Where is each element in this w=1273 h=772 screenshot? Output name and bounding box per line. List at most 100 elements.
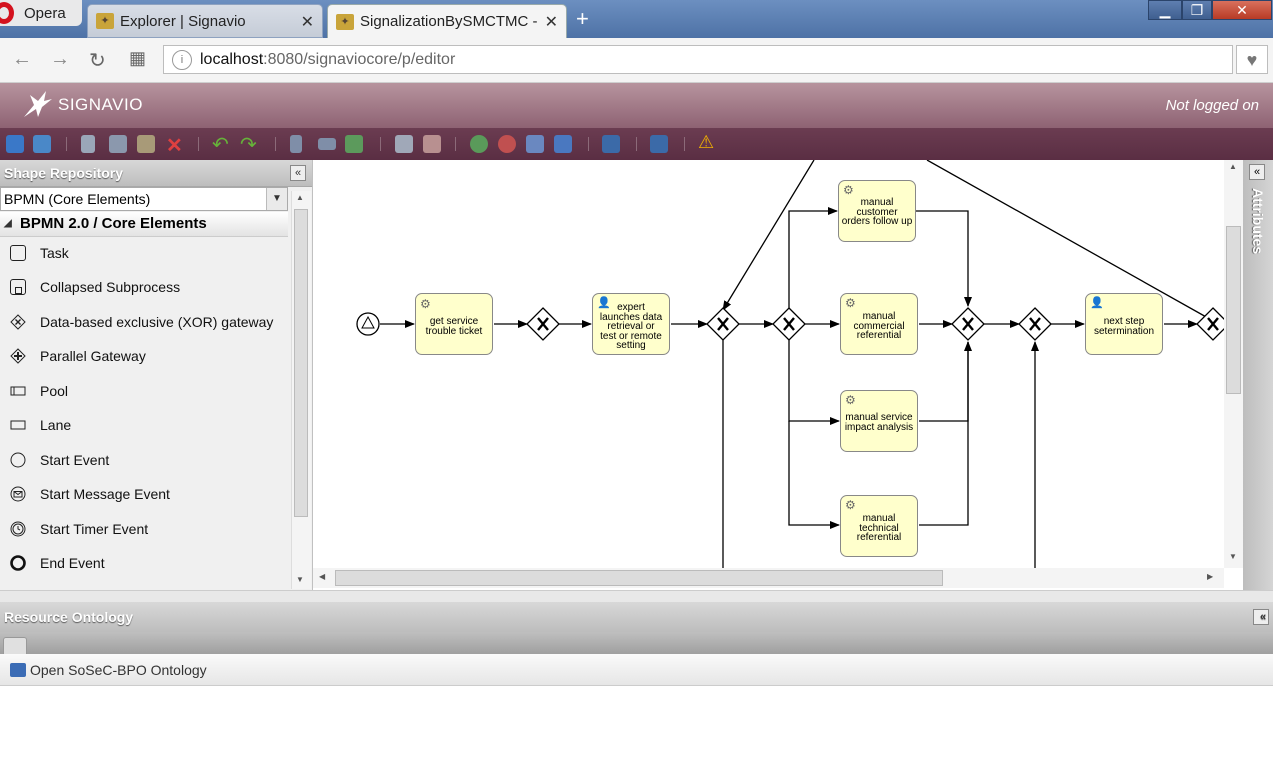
layout-alt-icon[interactable] [650,135,668,153]
expand-attributes-button[interactable]: « [1249,164,1265,180]
shape-item-lane[interactable]: Lane [0,408,288,442]
scroll-left-icon[interactable]: ◀ [319,572,326,581]
opera-menu-button[interactable]: Opera [0,0,82,26]
save-icon[interactable] [6,135,24,153]
resource-tab[interactable] [3,637,27,654]
tab-editor[interactable]: ✦ SignalizationBySMCTMC - ✕ [327,4,567,38]
new-tab-button[interactable]: + [576,6,589,31]
minimize-button[interactable]: ▁ [1148,0,1182,20]
back-icon[interactable]: ← [12,48,32,70]
expand-triangle-icon[interactable]: ◢ [4,218,12,229]
signavio-favicon-icon: ✦ [96,13,114,29]
close-icon[interactable]: ✕ [544,14,558,31]
scrollbar-thumb[interactable] [294,209,308,517]
layout-icon[interactable] [602,135,620,153]
scroll-down-icon[interactable]: ▼ [296,575,304,584]
start-event[interactable] [356,312,380,336]
reload-icon[interactable]: ↻ [89,50,106,72]
shape-group-header[interactable]: ◢ BPMN 2.0 / Core Elements [0,212,288,237]
xor-gateway[interactable] [706,307,740,341]
scrollbar-thumb[interactable] [335,570,943,586]
undo-icon[interactable]: ↶ [212,134,229,156]
url-host: localhost [200,50,264,68]
attributes-panel-collapsed[interactable]: « Attributes [1243,160,1273,590]
xor-gateway[interactable] [951,307,985,341]
zoom-in-icon[interactable] [470,135,488,153]
zoom-standard-icon[interactable] [526,135,544,153]
task-label-line: manual service [845,412,913,423]
scroll-up-icon[interactable]: ▲ [296,193,304,202]
align-horizontal-icon[interactable] [318,138,336,150]
shape-item-xor-gateway[interactable]: Data-based exclusive (XOR) gateway [0,305,288,339]
remove-shape-icon[interactable] [423,135,441,153]
shape-item-pool[interactable]: Pool [0,374,288,408]
shape-item-collapsed-subprocess[interactable]: Collapsed Subprocess [0,270,288,304]
site-info-icon[interactable]: i [172,49,192,70]
scroll-right-icon[interactable]: ▶ [1207,572,1214,581]
shape-item-label: Parallel Gateway [40,348,146,364]
maximize-button[interactable]: ❐ [1182,0,1212,20]
toolbar-separator [198,137,199,151]
validate-icon[interactable]: ⚠ [698,132,715,152]
shape-item-start-event[interactable]: Start Event [0,443,288,477]
url-field[interactable]: i localhost:8080/signaviocore/p/editor [163,45,1233,74]
scroll-up-icon[interactable]: ▲ [1229,162,1237,171]
panel-splitter[interactable] [0,590,1273,603]
paste-icon[interactable] [137,135,155,153]
open-ontology-label: Open SoSeC-BPO Ontology [30,661,207,678]
add-shape-icon[interactable] [395,135,413,153]
shape-list-scrollbar[interactable]: ▲ ▼ [291,191,311,589]
xor-gateway[interactable] [1018,307,1052,341]
xor-gateway[interactable] [1196,307,1230,341]
end-event-icon [10,555,26,571]
task-label-line: referential [856,532,902,543]
open-ontology-button[interactable]: Open SoSeC-BPO Ontology [0,654,1273,686]
copy-icon[interactable] [109,135,127,153]
tab-explorer[interactable]: ✦ Explorer | Signavio ✕ [87,4,323,38]
shape-item-start-message-event[interactable]: Start Message Event [0,477,288,511]
zoom-fit-icon[interactable] [554,135,572,153]
forward-icon[interactable]: → [50,48,70,70]
scroll-down-icon[interactable]: ▼ [1229,552,1237,561]
cut-icon[interactable] [81,135,95,153]
task-label-line: next step [1103,316,1145,327]
close-icon[interactable]: ✕ [300,14,314,31]
opera-logo-icon [0,2,14,24]
redo-icon[interactable]: ↷ [240,134,257,156]
xor-gateway[interactable] [772,307,806,341]
shape-item-end-event[interactable]: End Event [0,546,288,580]
close-window-button[interactable]: ✕ [1212,0,1272,20]
canvas-horizontal-scrollbar[interactable]: ◀ ▶ [313,568,1224,588]
book-icon [10,662,26,677]
xor-gateway[interactable] [526,307,560,341]
shape-item-parallel-gateway[interactable]: Parallel Gateway [0,339,288,373]
shape-item-task[interactable]: Task [0,236,288,270]
task-label-line: technical [859,522,899,534]
canvas-vertical-scrollbar[interactable]: ▲ ▼ [1224,160,1243,568]
collapse-panel-button[interactable]: « [1253,609,1269,625]
delete-icon[interactable]: ✕ [166,135,183,157]
bpmn-diagram[interactable] [313,160,1243,568]
same-size-icon[interactable] [345,135,363,153]
chevron-down-icon[interactable]: ▼ [266,188,287,210]
speed-dial-icon[interactable]: ▦ [129,48,147,68]
stencil-set-select[interactable]: BPMN (Core Elements) ▼ [0,187,288,211]
panel-title: Shape Repository [4,165,124,181]
save-as-icon[interactable] [33,135,51,153]
shape-item-start-timer-event[interactable]: Start Timer Event [0,512,288,546]
shape-group-title: BPMN 2.0 / Core Elements [20,215,207,232]
collapse-panel-button[interactable]: « [290,165,306,181]
bookmark-heart-icon[interactable]: ♥ [1236,45,1268,74]
align-vertical-icon[interactable] [290,135,302,153]
scrollbar-thumb[interactable] [1226,226,1241,394]
zoom-out-icon[interactable] [498,135,516,153]
